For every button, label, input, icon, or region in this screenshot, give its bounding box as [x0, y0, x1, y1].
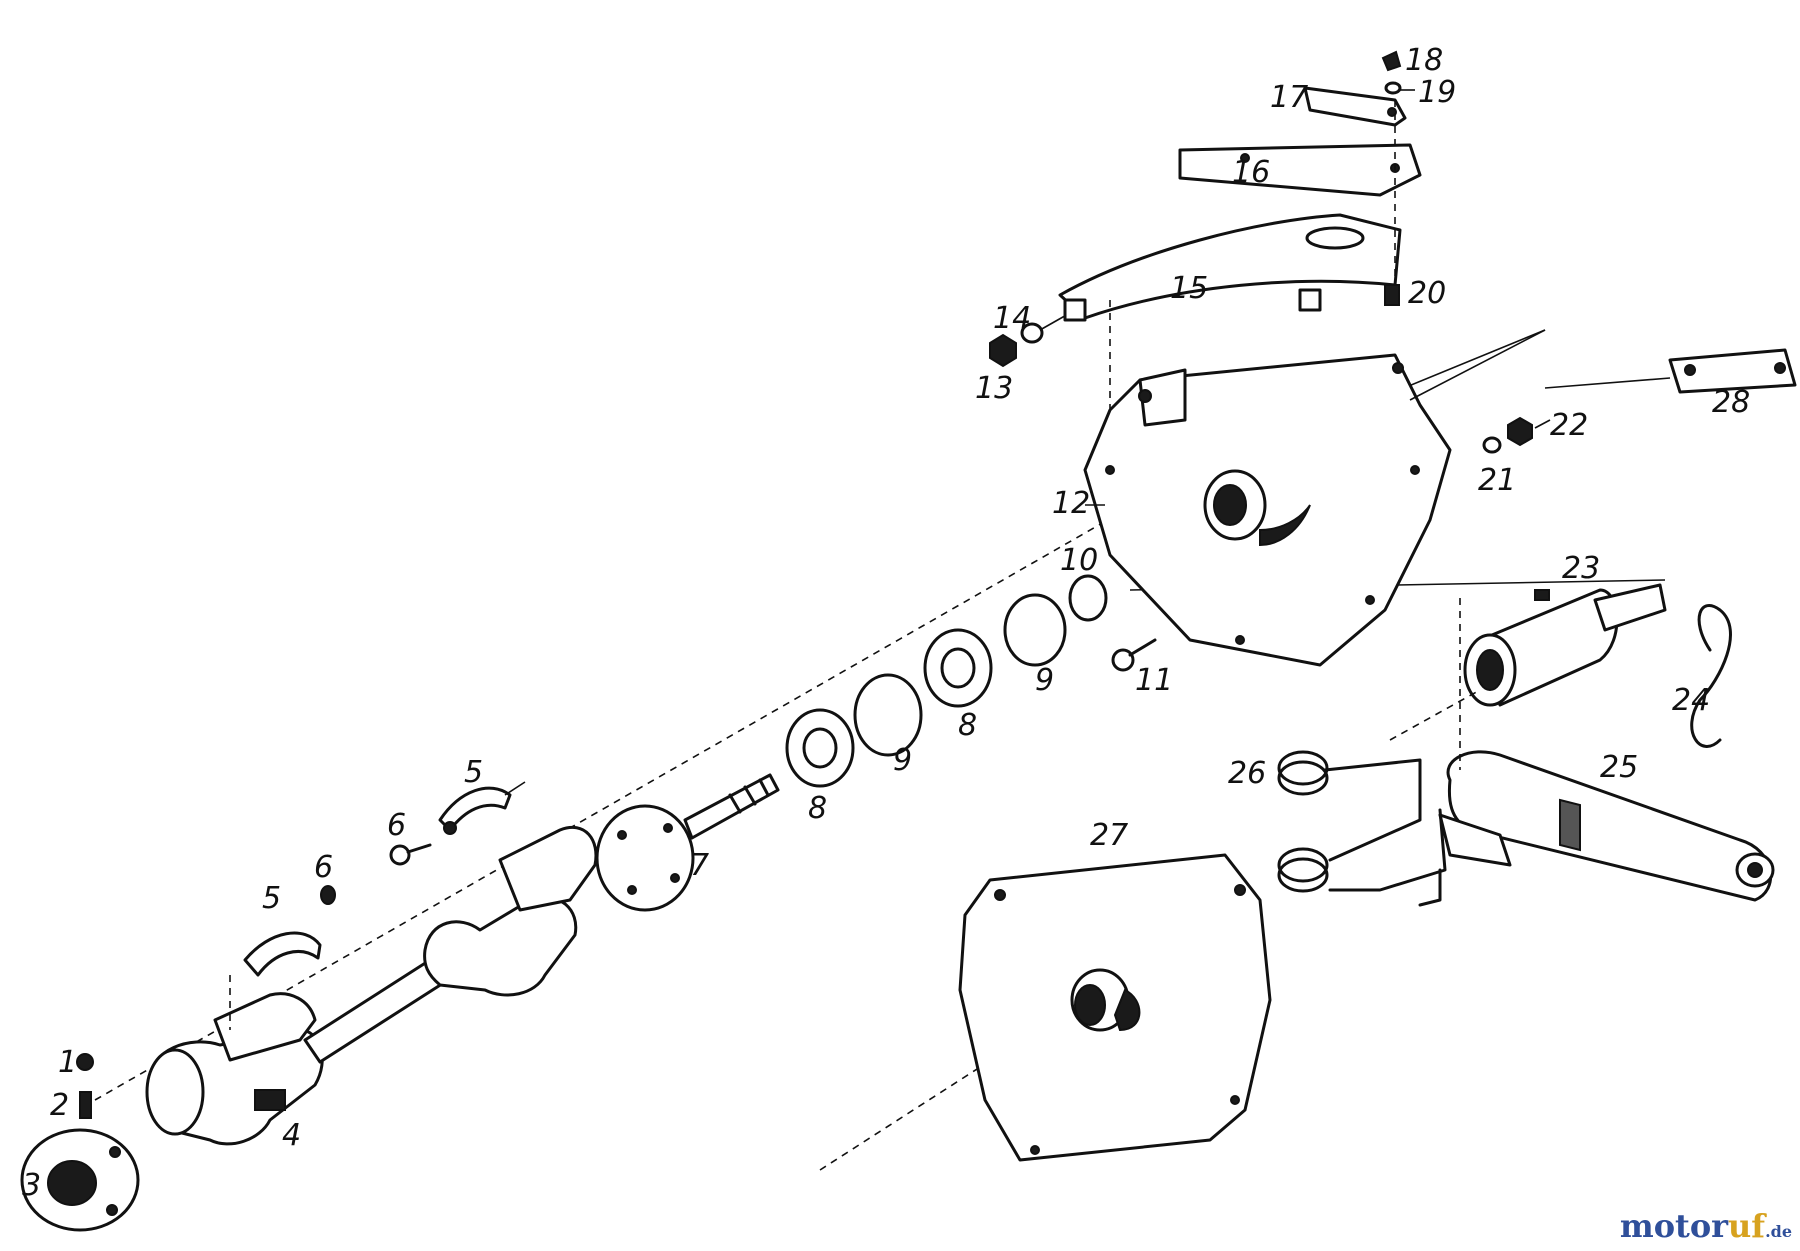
callout-26: 26: [1228, 756, 1266, 791]
callout-18: 18: [1405, 43, 1443, 78]
leader-22: [1534, 419, 1551, 429]
part-shim-plate[interactable]: [1178, 143, 1422, 197]
part-release-sleeve[interactable]: [1463, 583, 1667, 707]
part-set-screw[interactable]: [79, 1091, 92, 1119]
callout-5-lower: 5: [262, 881, 281, 916]
part-flat-bar[interactable]: [1668, 348, 1797, 394]
axis-top-right: [1409, 329, 1546, 401]
callout-12: 12: [1052, 486, 1090, 521]
callout-8-lower: 8: [808, 791, 827, 826]
callout-6-lower: 6: [314, 850, 333, 885]
part-drive-shaft[interactable]: [303, 958, 447, 1064]
leader-5-upper: [504, 781, 526, 796]
part-cover-plate[interactable]: [1058, 213, 1402, 322]
part-bolt-clamp-lower[interactable]: [320, 885, 336, 905]
part-circlip-lower[interactable]: [853, 673, 923, 757]
callout-21: 21: [1478, 463, 1516, 498]
callout-25: 25: [1600, 750, 1638, 785]
callout-9-lower: 9: [893, 743, 912, 778]
part-clamp-strip[interactable]: [1303, 86, 1407, 127]
watermark-logo: motoruf.de: [1620, 1207, 1792, 1245]
part-release-fork[interactable]: [1438, 750, 1775, 902]
callout-28: 28: [1712, 385, 1750, 420]
callout-10: 10: [1060, 543, 1098, 578]
callout-13: 13: [975, 371, 1013, 406]
watermark-tld: .de: [1765, 1222, 1792, 1241]
part-hub-flange[interactable]: [20, 1128, 140, 1232]
callout-19: 19: [1418, 75, 1456, 110]
part-torsion-spring[interactable]: [1277, 750, 1447, 907]
callout-9-upper: 9: [1035, 663, 1054, 698]
callout-3: 3: [22, 1168, 41, 1203]
part-bearing-upper[interactable]: [923, 628, 993, 708]
callout-14: 14: [993, 301, 1031, 336]
callout-15: 15: [1170, 271, 1208, 306]
callout-2: 2: [50, 1088, 69, 1123]
part-nut-cover[interactable]: [989, 333, 1017, 368]
part-pressure-plate[interactable]: [958, 853, 1272, 1162]
part-washer-side[interactable]: [1482, 436, 1502, 454]
callout-7: 7: [690, 848, 709, 883]
part-bolt-cover[interactable]: [1384, 284, 1400, 306]
callout-5-upper: 5: [464, 755, 483, 790]
leader-28: [1544, 377, 1671, 389]
part-lock-washer-top[interactable]: [1384, 81, 1402, 95]
watermark-brand: motor: [1619, 1207, 1729, 1245]
callout-11: 11: [1135, 663, 1173, 698]
callout-23: 23: [1562, 551, 1600, 586]
part-circlip-upper[interactable]: [1003, 593, 1067, 667]
part-cap-nut[interactable]: [76, 1053, 94, 1071]
part-clamp-upper[interactable]: [438, 786, 512, 835]
callout-27: 27: [1090, 818, 1128, 853]
part-washer-cover[interactable]: [1020, 322, 1044, 344]
part-screw-top[interactable]: [1381, 50, 1402, 72]
watermark-brand-accent: uf: [1728, 1207, 1766, 1245]
part-clamp-lower[interactable]: [243, 931, 322, 977]
part-nut-side[interactable]: [1507, 416, 1533, 447]
callout-6-upper: 6: [387, 808, 406, 843]
callout-20: 20: [1408, 276, 1446, 311]
part-upper-universal-joint[interactable]: [423, 826, 598, 997]
part-lower-universal-joint[interactable]: [145, 992, 324, 1146]
part-clutch-housing[interactable]: [1083, 353, 1452, 667]
callout-24: 24: [1672, 683, 1710, 718]
callout-16: 16: [1232, 155, 1270, 190]
part-bearing-lower[interactable]: [785, 708, 855, 788]
callout-4: 4: [282, 1118, 301, 1153]
part-flange-shaft[interactable]: [595, 773, 780, 912]
part-bolt-clamp-upper[interactable]: [389, 843, 432, 866]
part-seal-ring[interactable]: [1068, 574, 1108, 622]
part-s-hook[interactable]: [1690, 604, 1732, 748]
callout-8-upper: 8: [958, 708, 977, 743]
callout-17: 17: [1270, 80, 1308, 115]
part-bolt-housing[interactable]: [1111, 638, 1157, 672]
callout-22: 22: [1550, 408, 1588, 443]
axis-spring: [1389, 689, 1481, 741]
callout-1: 1: [58, 1045, 77, 1080]
